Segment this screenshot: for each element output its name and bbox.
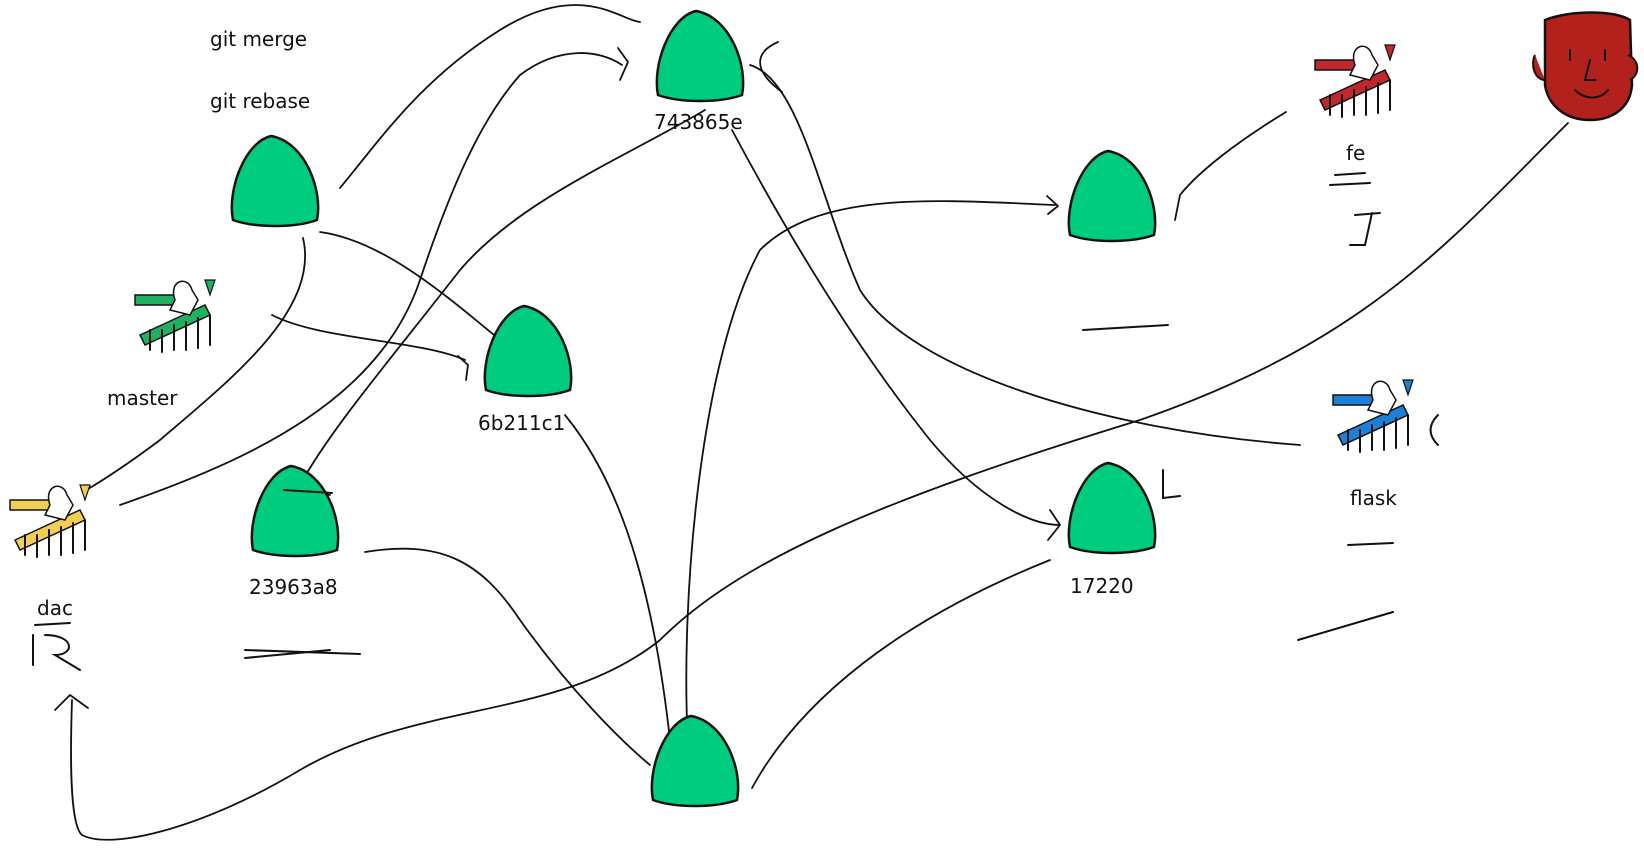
edge-top-to-leftlow	[299, 109, 706, 486]
commit-triangle-icon	[655, 9, 745, 103]
commit-node-right[interactable]	[1067, 149, 1157, 243]
edge-top-to-rightlow	[731, 129, 1061, 526]
branch-label: fe	[1346, 141, 1365, 165]
commit-node-left[interactable]	[230, 134, 320, 228]
commits: 743865e 6b211c1 23963a8 17220	[230, 9, 1157, 808]
edge-left-to-dac	[82, 237, 306, 493]
face-avatar-icon[interactable]	[1532, 11, 1639, 122]
commit-triangle-icon	[650, 714, 740, 808]
edge-master-to-mid	[271, 314, 466, 361]
edge-mid-arrow-head	[457, 355, 469, 381]
hand-holding-arrows-icon	[134, 279, 216, 353]
hand-holding-arrows-icon	[1332, 379, 1439, 453]
edge-rightlow-arrow-head	[1047, 509, 1061, 541]
branch-underline-marks	[1297, 542, 1394, 641]
edge-avatar-to-dac	[70, 122, 1569, 841]
commit-node-743865e[interactable]: 743865e	[654, 9, 745, 134]
edge-top-arrow-head	[617, 47, 629, 81]
edge-bottom-to-right	[685, 200, 1056, 746]
hand-holding-arrows-icon	[1314, 44, 1396, 118]
edge-leftlow-to-bottom	[364, 547, 651, 766]
branch-fe[interactable]: fe	[1314, 44, 1396, 246]
edge-dac-arrow-head	[54, 694, 89, 711]
commit-node-bottom[interactable]	[650, 714, 740, 808]
commit-triangle-icon	[1067, 461, 1157, 555]
edge-top-left-hook	[759, 41, 783, 93]
branch-label: dac	[37, 596, 73, 620]
branch-dac[interactable]: dac	[9, 484, 91, 671]
command-git-rebase: git rebase	[210, 89, 310, 113]
edge-right-arrow-head	[1046, 195, 1059, 215]
edge-right-to-fe	[1174, 111, 1287, 221]
edge-top-to-flask	[749, 64, 1301, 446]
commit-triangle-icon	[1067, 149, 1157, 243]
branch-underline-marks	[32, 622, 81, 671]
edges	[54, 4, 1569, 841]
commit-label: 743865e	[654, 110, 743, 134]
branch-label: master	[107, 386, 178, 410]
hand-holding-arrows-icon	[9, 484, 91, 558]
commit-triangle-icon	[230, 134, 320, 228]
commit-triangle-icon	[250, 464, 340, 558]
branch-master[interactable]: master	[107, 279, 216, 410]
branch-label: flask	[1350, 486, 1397, 510]
commit-label: 17220	[1070, 574, 1134, 598]
commit-node-17220[interactable]: 17220	[1067, 461, 1157, 598]
edge-top-arrow	[119, 52, 623, 506]
branch-flask[interactable]: flask	[1297, 379, 1439, 641]
commit-triangle-icon	[483, 304, 573, 398]
commit-node-23963a8[interactable]: 23963a8	[249, 464, 340, 599]
commit-label: 23963a8	[249, 575, 338, 599]
branch-underline-marks	[1329, 172, 1381, 246]
edge-mid-to-bottom	[564, 414, 671, 741]
command-git-merge: git merge	[210, 27, 307, 51]
edge-left-to-top	[339, 4, 641, 189]
edge-left-to-mid	[319, 231, 501, 341]
stray-sketch-marks	[244, 324, 1181, 659]
commit-label: 6b211c1	[478, 411, 565, 435]
commit-node-6b211c1[interactable]: 6b211c1	[478, 304, 573, 435]
edge-bottom-to-rightlow	[751, 559, 1051, 789]
